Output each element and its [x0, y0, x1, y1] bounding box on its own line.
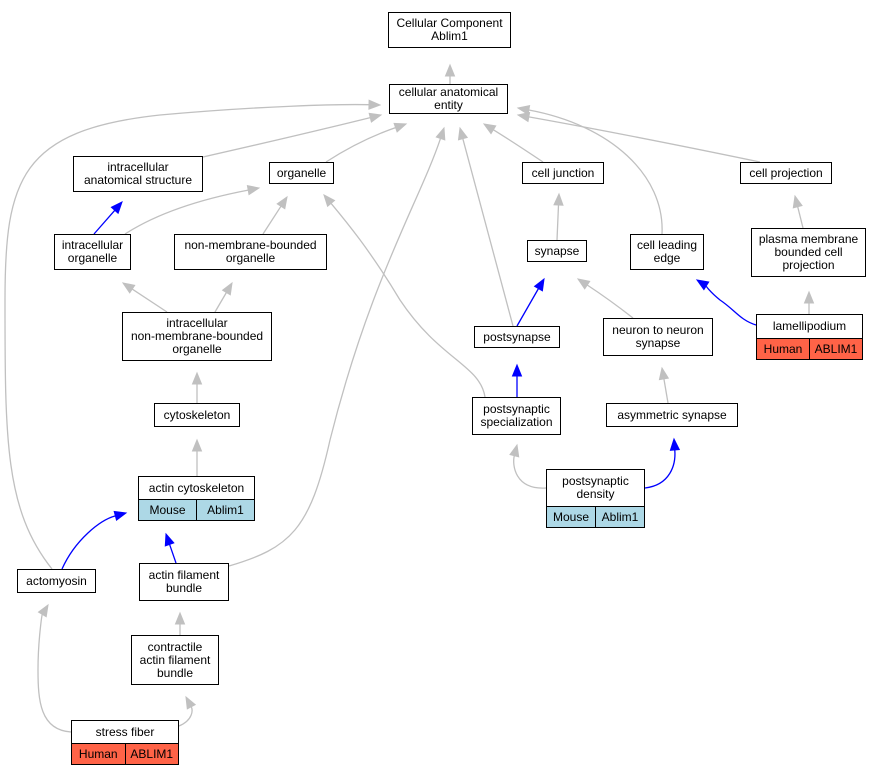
- edge-stressfiber-to-cafb: [178, 706, 193, 727]
- arrowhead-celljunction-to-cae: [482, 123, 497, 135]
- edge-cellprojection-to-cae: [528, 116, 761, 163]
- edge-stressfiber-to-actomyosin: [37, 614, 72, 733]
- arrowhead-iorg-to-organelle: [246, 184, 261, 196]
- arrowhead-actincyto-to-cytoskeleton: [191, 438, 203, 452]
- edge-actomyosin-to-actincyto: [61, 515, 116, 570]
- arrowhead-organelle-to-cae: [393, 122, 408, 133]
- arrowhead-stressfiber-to-actomyosin: [37, 603, 49, 618]
- arrowhead-actomyosin-to-actincyto: [113, 510, 128, 522]
- node-cellular-component-ablim1[interactable]: Cellular Component Ablim1: [388, 12, 511, 48]
- edge-postsynapse-to-cae: [462, 138, 514, 327]
- arrowhead-postsynapse-to-cae: [457, 126, 469, 141]
- node-cell-junction[interactable]: cell junction: [522, 162, 604, 184]
- arrowhead-postsynapse-to-synapse: [533, 277, 545, 292]
- arrowhead-iorg-to-ias: [110, 201, 123, 215]
- arrowhead-nmbo-to-organelle: [276, 195, 288, 210]
- arrowhead-cytoskeleton-to-inmbo: [191, 371, 203, 385]
- arrowhead-pss-to-organelle: [323, 193, 336, 208]
- gene-tag-ablim1: ABLIM1: [124, 744, 178, 764]
- gene-tag-ablim1: Ablim1: [196, 500, 254, 520]
- node-intracellular-organelle[interactable]: intracellular organelle: [54, 234, 131, 270]
- node-non-membrane-bounded-organelle[interactable]: non-membrane-bounded organelle: [174, 234, 327, 270]
- edge-asym-to-n2n: [663, 378, 669, 404]
- node-postsynapse[interactable]: postsynapse: [474, 326, 560, 348]
- arrowhead-pss-to-postsynapse: [511, 363, 523, 377]
- node-cytoskeleton[interactable]: cytoskeleton: [154, 403, 240, 427]
- edge-afb-to-cae: [228, 138, 442, 567]
- postsynaptic-density-annotation-row: Mouse Ablim1: [546, 507, 645, 528]
- edge-nmbo-to-organelle: [262, 205, 282, 235]
- edge-afb-to-actincyto: [168, 544, 177, 564]
- edge-actomyosin-to-cae: [4, 103, 370, 570]
- node-plasma-membrane-bounded-cell-projection[interactable]: plasma membrane bounded cell projection: [751, 228, 866, 277]
- node-asymmetric-synapse[interactable]: asymmetric synapse: [606, 403, 738, 427]
- edge-lamelli-to-leading: [705, 285, 757, 326]
- arrowhead-n2n-to-synapse: [576, 278, 591, 290]
- node-synapse[interactable]: synapse: [527, 240, 587, 262]
- gene-tag-ablim1: ABLIM1: [809, 339, 862, 359]
- arrowhead-ias-to-cae: [368, 112, 383, 123]
- node-actin-filament-bundle[interactable]: actin filament bundle: [139, 563, 229, 601]
- arrowhead-lamelli-to-leading: [695, 279, 710, 291]
- edge-n2n-to-synapse: [586, 284, 634, 319]
- node-cell-leading-edge[interactable]: cell leading edge: [630, 234, 704, 270]
- edge-synapse-to-celljunction: [556, 204, 560, 241]
- node-stress-fiber[interactable]: stress fiber: [71, 720, 179, 744]
- lamellipodium-annotation-row: Human ABLIM1: [756, 339, 863, 360]
- edge-ias-to-cae: [202, 116, 371, 158]
- actin-cytoskeleton-annotation-row: Mouse Ablim1: [138, 500, 255, 521]
- arrowhead-afb-to-actincyto: [164, 532, 175, 547]
- edge-pmbcp-to-cellprojection: [797, 206, 804, 229]
- arrowhead-stressfiber-to-cafb: [185, 695, 197, 710]
- edge-inmbo-to-iorg: [131, 288, 168, 313]
- node-actomyosin[interactable]: actomyosin: [17, 569, 96, 593]
- node-actin-cytoskeleton[interactable]: actin cytoskeleton: [138, 476, 255, 500]
- arrowhead-cellprojection-to-cae: [516, 111, 531, 123]
- arrowhead-inmbo-to-iorg: [121, 282, 136, 294]
- species-tag-human: Human: [72, 744, 125, 764]
- species-tag-human: Human: [757, 339, 809, 359]
- edge-inmbo-to-nmbo: [214, 292, 227, 313]
- gene-tag-ablim1: Ablim1: [595, 507, 644, 527]
- arrowhead-actomyosin-to-cae: [368, 99, 382, 110]
- edge-organelle-to-cae: [325, 126, 396, 163]
- arrowhead-psd-to-pss: [509, 443, 520, 458]
- node-lamellipodium[interactable]: lamellipodium: [756, 314, 863, 339]
- stress-fiber-annotation-row: Human ABLIM1: [71, 744, 179, 765]
- edge-celljunction-to-cae: [493, 129, 544, 163]
- arrowhead-afb-to-cae: [435, 126, 446, 141]
- node-postsynaptic-specialization[interactable]: postsynaptic specialization: [472, 397, 561, 435]
- node-cell-projection[interactable]: cell projection: [740, 162, 832, 184]
- node-cellular-anatomical-entity[interactable]: cellular anatomical entity: [389, 84, 508, 114]
- arrowhead-lamelli-to-pmbcp: [803, 290, 815, 304]
- node-intracellular-anatomical-structure[interactable]: intracellular anatomical structure: [73, 156, 203, 192]
- arrowhead-pmbcp-to-cellprojection: [792, 194, 803, 209]
- arrowhead-asym-to-n2n: [658, 366, 670, 381]
- arrowhead-cae-to-root: [444, 63, 456, 77]
- edge-psd-to-pss: [513, 455, 547, 489]
- node-neuron-to-neuron-synapse[interactable]: neuron to neuron synapse: [603, 318, 713, 356]
- species-tag-mouse: Mouse: [139, 500, 196, 520]
- edge-leading-to-cae: [528, 109, 663, 235]
- edge-pss-to-organelle: [330, 202, 486, 398]
- species-tag-mouse: Mouse: [547, 507, 595, 527]
- arrowhead-leading-to-cae: [516, 104, 531, 116]
- arrowhead-psd-to-asym: [669, 437, 681, 451]
- edge-postsynapse-to-synapse: [516, 288, 540, 327]
- arrowhead-cafb-to-afb: [174, 611, 186, 625]
- node-organelle[interactable]: organelle: [269, 162, 334, 184]
- node-contractile-actin-filament-bundle[interactable]: contractile actin filament bundle: [131, 635, 219, 685]
- edge-psd-to-asym: [644, 449, 676, 489]
- arrowhead-inmbo-to-nmbo: [221, 281, 233, 296]
- node-intracellular-non-membrane-bounded-organelle[interactable]: intracellular non-membrane-bounded organ…: [122, 312, 272, 361]
- edge-iorg-to-ias: [93, 209, 116, 235]
- edge-iorg-to-organelle: [124, 189, 249, 235]
- arrowhead-synapse-to-celljunction: [553, 192, 564, 206]
- node-postsynaptic-density[interactable]: postsynaptic density: [546, 469, 645, 507]
